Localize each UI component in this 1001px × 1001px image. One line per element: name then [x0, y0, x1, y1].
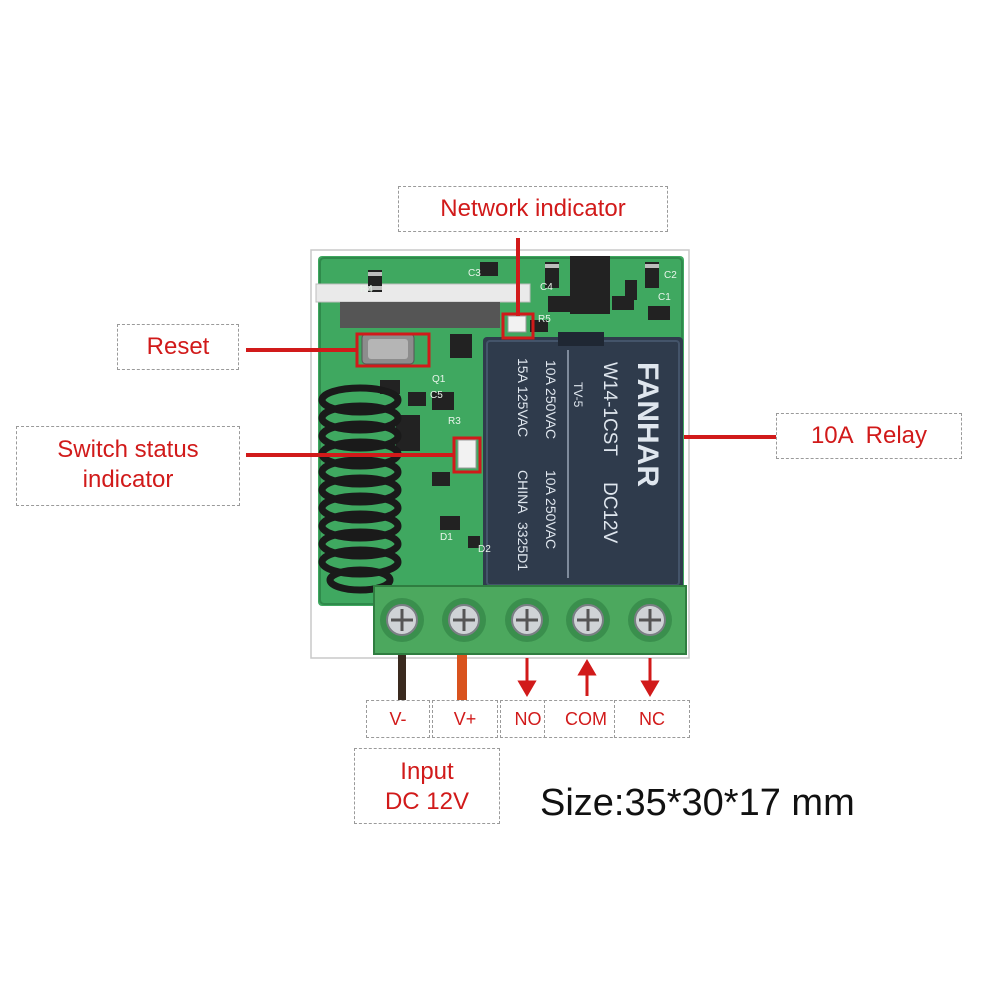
switch-status-indicator-label: Switch status indicator: [16, 426, 240, 506]
terminal-label-nc: NC: [614, 700, 690, 738]
terminal-label-v-minus: V-: [366, 700, 430, 738]
relay-rating3: 10A 250VAC: [543, 470, 559, 549]
relay-code: 3325D1: [515, 522, 531, 571]
pcb-mark-c2: C2: [664, 270, 677, 281]
pcb-mark-r3: R3: [448, 416, 461, 427]
reset-label: Reset: [117, 324, 239, 370]
pcb-mark-c3: C3: [468, 268, 481, 279]
pcb-mark-d2: D2: [478, 544, 491, 555]
input-line2: DC 12V: [384, 788, 470, 815]
switch-status-line1: Switch status: [57, 436, 199, 463]
pcb-mark-d1: D1: [440, 532, 453, 543]
terminal-screw-v-: [380, 598, 424, 642]
input-dc-label: Input DC 12V: [354, 748, 500, 824]
relay-rating2: 15A 125VAC: [515, 358, 531, 437]
relay-label: 10A Relay: [776, 413, 962, 459]
network-indicator-label: Network indicator: [398, 186, 668, 232]
terminal-screw-v+: [442, 598, 486, 642]
pcb-mark-c1: C1: [658, 292, 671, 303]
relay-origin: CHINA: [515, 470, 531, 514]
pcb-mark-q1: Q1: [432, 374, 446, 385]
terminal-label-v-plus: V+: [432, 700, 498, 738]
input-line1: Input: [400, 758, 454, 785]
pcb-mark-c5: C5: [430, 390, 443, 401]
relay-voltage: DC12V: [599, 482, 620, 544]
relay-model: W14-1CST: [599, 362, 620, 456]
terminal-screw-no: [505, 598, 549, 642]
relay-rating1: 10A 250VAC: [543, 360, 559, 439]
relay-cert: TV-5: [571, 382, 585, 408]
pcb-mark-r5: R5: [538, 314, 551, 325]
size-spec: Size:35*30*17 mm: [540, 782, 855, 824]
relay-brand: FANHAR: [631, 362, 664, 487]
terminal-screw-nc: [628, 598, 672, 642]
pcb-mark-c4: C4: [540, 282, 553, 293]
terminal-screw-com: [566, 598, 610, 642]
relay-component: FANHAR W14-1CST DC12V TV-5 10A 250VAC 15…: [483, 332, 683, 589]
pcb-mark-r4: R4: [360, 284, 373, 295]
switch-status-line2: indicator: [82, 466, 174, 493]
